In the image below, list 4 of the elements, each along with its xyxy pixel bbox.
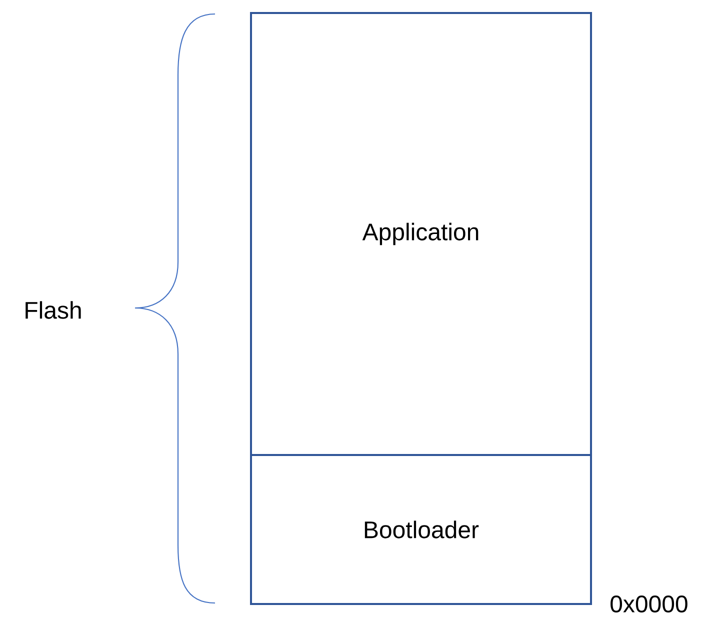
- memory-region: Application: [250, 12, 592, 456]
- text-label: 0x0000: [610, 596, 688, 612]
- text-label: Flash: [26, 301, 81, 319]
- memory-region: Bootloader: [250, 454, 592, 605]
